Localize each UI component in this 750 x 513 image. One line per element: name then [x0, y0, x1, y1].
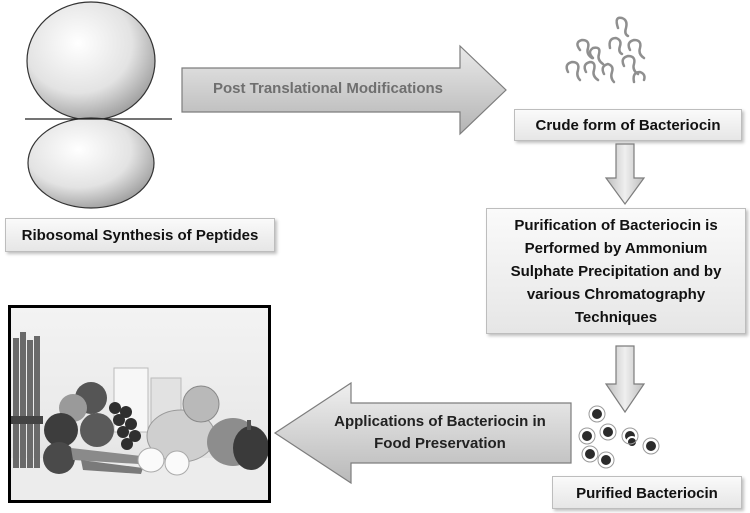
ribosome-large-subunit	[26, 1, 156, 121]
food-photo	[8, 305, 271, 503]
crude-peptides-icon	[565, 16, 646, 84]
crude-label-box: Crude form of Bacteriocin	[514, 109, 742, 141]
purification-label: Purification of Bacteriocin is Performed…	[510, 216, 722, 326]
purified-label: Purified Bacteriocin	[576, 485, 718, 502]
right-arrow-icon	[181, 44, 507, 136]
purification-box: Purification of Bacteriocin is Performed…	[486, 208, 746, 334]
purified-label-box: Purified Bacteriocin	[552, 476, 742, 509]
ribosome-label-box: Ribosomal Synthesis of Peptides	[5, 218, 275, 252]
food-photo-icon	[11, 332, 268, 500]
down-arrow-icon	[604, 143, 646, 206]
left-arrow-icon	[273, 381, 572, 485]
crude-label: Crude form of Bacteriocin	[535, 117, 721, 134]
post-translational-label: Post Translational Modifications	[212, 80, 444, 97]
applications-label: Applications of Bacteriocin in Food Pres…	[334, 413, 546, 452]
ribosome-small-subunit	[27, 117, 155, 209]
purified-particles-icon	[578, 405, 660, 469]
down-arrow-icon	[604, 345, 646, 414]
ribosome-label: Ribosomal Synthesis of Peptides	[21, 227, 259, 244]
ribosome-icon	[25, 1, 172, 209]
